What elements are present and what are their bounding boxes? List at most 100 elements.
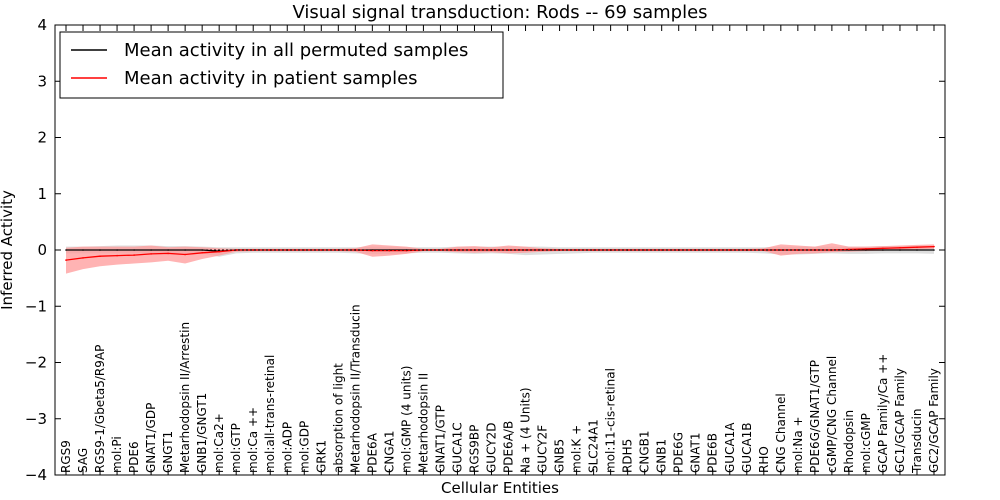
x-tick-label: SAG bbox=[76, 448, 90, 473]
x-tick-label: GNAT1/GTP bbox=[433, 405, 447, 473]
x-tick-label: PDE6A/B bbox=[502, 421, 516, 473]
data-point-patient bbox=[780, 249, 782, 251]
x-tick-label: PDE6 bbox=[127, 441, 141, 473]
y-tick-label: 1 bbox=[37, 185, 47, 203]
x-tick-label: mol:ADP bbox=[280, 422, 294, 473]
x-tick-label: PDE6B bbox=[706, 433, 720, 473]
x-tick-label: absorption of light bbox=[331, 363, 345, 473]
x-tick-label: GUCY2F bbox=[536, 425, 550, 473]
data-point-patient bbox=[65, 259, 67, 261]
band-patient bbox=[66, 243, 934, 274]
x-tick-label: mol:all-trans-retinal bbox=[263, 355, 277, 473]
data-point-patient bbox=[150, 253, 152, 255]
x-tick-label: GRK1 bbox=[314, 440, 328, 473]
x-tick-label: Metarhodopsin II/Transducin bbox=[348, 304, 362, 473]
data-point-permuted bbox=[184, 249, 186, 251]
data-point-patient bbox=[643, 249, 646, 251]
x-tick-label: GNAT1/GDP bbox=[144, 403, 158, 473]
x-tick-label: RDH5 bbox=[621, 439, 635, 473]
x-tick-label: Rhodopsin bbox=[842, 410, 856, 473]
x-tick-label: mol:11-cis-retinal bbox=[604, 368, 618, 473]
chart-title: Visual signal transduction: Rods -- 69 s… bbox=[292, 2, 707, 23]
data-point-patient bbox=[507, 249, 510, 251]
legend-box bbox=[59, 31, 504, 99]
data-point-patient bbox=[456, 249, 459, 251]
data-point-patient bbox=[711, 249, 714, 251]
data-point-patient bbox=[99, 255, 101, 257]
legend: Mean activity in all permuted samples Me… bbox=[59, 31, 504, 99]
data-point-patient bbox=[201, 252, 203, 254]
x-tick-label: Metarhodopsin II bbox=[416, 373, 430, 473]
legend-label-patient: Mean activity in patient samples bbox=[124, 68, 418, 89]
x-tick-label: RHO bbox=[757, 446, 771, 473]
x-tick-label: mol:GTP bbox=[229, 423, 243, 473]
x-tick-label: mol:K + bbox=[570, 425, 584, 473]
y-tick-label: −3 bbox=[25, 410, 47, 428]
x-tick-label: GUCY2D bbox=[485, 423, 499, 473]
data-point-patient bbox=[116, 254, 118, 257]
legend-label-permuted: Mean activity in all permuted samples bbox=[124, 40, 468, 61]
x-tick-label: CNGB1 bbox=[638, 430, 652, 473]
x-tick-label: GCAP Family/Ca ++ bbox=[876, 354, 890, 473]
data-point-permuted bbox=[116, 249, 118, 251]
data-point-patient bbox=[848, 248, 850, 251]
x-tick-label: mol:Ca ++ bbox=[246, 407, 260, 473]
x-tick-label: cGMP/CNG Channel bbox=[825, 356, 839, 473]
y-tick-label: −2 bbox=[25, 354, 47, 372]
x-tick-label: GUCA1C bbox=[451, 422, 465, 473]
data-point-permuted bbox=[916, 249, 918, 251]
x-tick-label: mol:Na + bbox=[791, 416, 805, 473]
x-tick-label: GNB5 bbox=[553, 439, 567, 473]
data-point-patient bbox=[865, 248, 867, 250]
data-point-patient bbox=[184, 253, 186, 256]
x-tick-label: PDE6A bbox=[365, 432, 379, 473]
data-point-patient bbox=[82, 257, 84, 259]
x-tick-label: GNGT1 bbox=[161, 431, 175, 473]
data-point-patient bbox=[252, 249, 254, 251]
x-axis-label: Cellular Entities bbox=[441, 479, 559, 497]
data-point-patient bbox=[575, 249, 578, 251]
y-tick-label: 2 bbox=[37, 129, 47, 147]
plot-area bbox=[54, 24, 946, 476]
x-tick-label: mol:Ca2+ bbox=[212, 413, 226, 473]
x-tick-label: mol:GMP (4 units) bbox=[399, 366, 413, 473]
data-point-patient bbox=[933, 245, 935, 248]
x-tick-label: Transducin bbox=[910, 409, 924, 474]
x-tick-label: RGS9 bbox=[59, 440, 73, 473]
x-tick-label: GNB1 bbox=[655, 439, 669, 473]
x-tick-label: RGS9-1/Gbeta5/R9AP bbox=[93, 345, 107, 473]
data-point-patient bbox=[899, 247, 901, 249]
y-tick-label: 4 bbox=[37, 16, 47, 34]
x-tick-label: GC2/GCAP Family bbox=[927, 368, 941, 473]
y-tick-label: −1 bbox=[25, 297, 47, 315]
data-point-patient bbox=[320, 249, 323, 251]
data-point-patient bbox=[882, 247, 884, 250]
y-tick-label: 0 bbox=[37, 241, 47, 259]
x-tick-label: GUCA1B bbox=[740, 422, 754, 473]
x-tick-label: GNB1/GNGT1 bbox=[195, 393, 209, 473]
confidence-bands bbox=[66, 243, 934, 274]
y-tick-label: 3 bbox=[37, 72, 47, 90]
data-point-patient bbox=[218, 250, 220, 253]
data-point-permuted bbox=[933, 249, 935, 251]
x-tick-label: CNGA1 bbox=[382, 431, 396, 474]
data-point-patient bbox=[916, 246, 918, 248]
y-axis-label: Inferred Activity bbox=[0, 190, 16, 310]
x-tick-label: Metarhodopsin II/Arrestin bbox=[178, 322, 192, 473]
x-tick-label: mol:cGMP bbox=[859, 413, 873, 473]
x-tick-label: RGS9BP bbox=[468, 425, 482, 473]
x-tick-label: mol:Pi bbox=[110, 436, 124, 473]
x-tick-label: GC1/GCAP Family bbox=[893, 368, 907, 473]
data-point-patient bbox=[167, 252, 169, 255]
data-point-patient bbox=[388, 249, 391, 252]
data-point-patient bbox=[524, 249, 527, 251]
x-tick-label: PDE6G bbox=[672, 432, 686, 473]
x-tick-label: CNG Channel bbox=[774, 393, 788, 473]
x-tick-label: mol:GDP bbox=[297, 421, 311, 473]
x-tick-label: GNAT1 bbox=[689, 432, 703, 473]
x-tick-label: GUCA1A bbox=[723, 422, 737, 473]
x-tick-label: SLC24A1 bbox=[587, 419, 601, 473]
x-tick-label: PDE6G/GNAT1/GTP bbox=[808, 360, 822, 473]
